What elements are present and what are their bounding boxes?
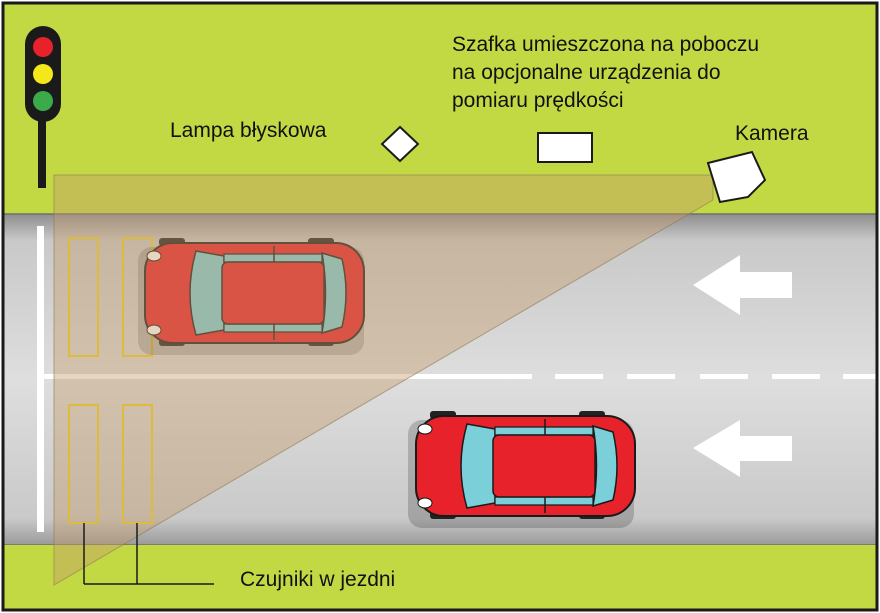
flash-lamp-label: Lampa błyskowa <box>170 119 327 142</box>
direction-arrow-icon <box>693 255 792 315</box>
sensor-leader-lines <box>83 523 214 585</box>
bottom-verge <box>3 545 877 610</box>
cabinet-label: Szafka umieszczona na poboczu na opcjona… <box>452 33 760 112</box>
car-icon <box>408 411 636 528</box>
flash-lamp-icon <box>380 125 420 163</box>
direction-arrow-icon <box>693 420 792 477</box>
lane-divider <box>44 374 877 379</box>
traffic-light-icon <box>25 26 61 188</box>
roadside-cabinet-icon <box>537 132 593 163</box>
camera-icon <box>706 150 767 204</box>
camera-label: Kamera <box>735 122 809 145</box>
stop-line <box>37 226 44 532</box>
sensors-label: Czujniki w jezdni <box>240 568 396 591</box>
camera-field-of-view <box>53 174 714 586</box>
car-icon <box>138 238 365 355</box>
